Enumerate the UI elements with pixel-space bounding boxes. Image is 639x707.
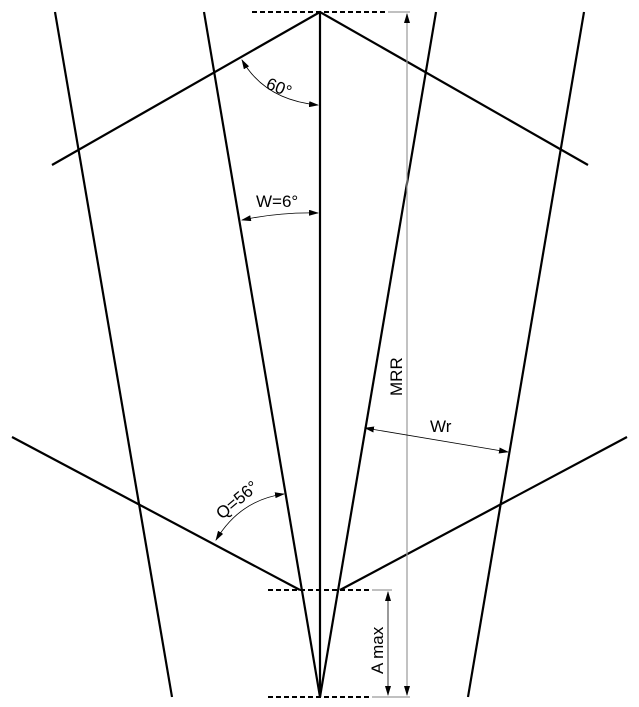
right-inner-line [318, 11, 438, 698]
wr-arrow [364, 426, 509, 454]
amax-label: A max [368, 626, 387, 674]
left-outer-line [53, 11, 174, 698]
q-angle-arc [215, 492, 285, 541]
mrr-label: MRR [387, 357, 406, 396]
left-inner-line [202, 11, 322, 698]
apex-angle-label: 60° [264, 74, 295, 101]
w-angle-arc [241, 209, 319, 222]
lower-v-left [11, 436, 301, 591]
wr-label: Wr [430, 417, 452, 436]
q-angle-label: Q=56° [212, 477, 262, 523]
right-outer-line [466, 11, 586, 698]
lower-v-right [339, 436, 628, 591]
apex-angle-arc [241, 59, 319, 108]
w-angle-label: W=6° [256, 192, 298, 211]
